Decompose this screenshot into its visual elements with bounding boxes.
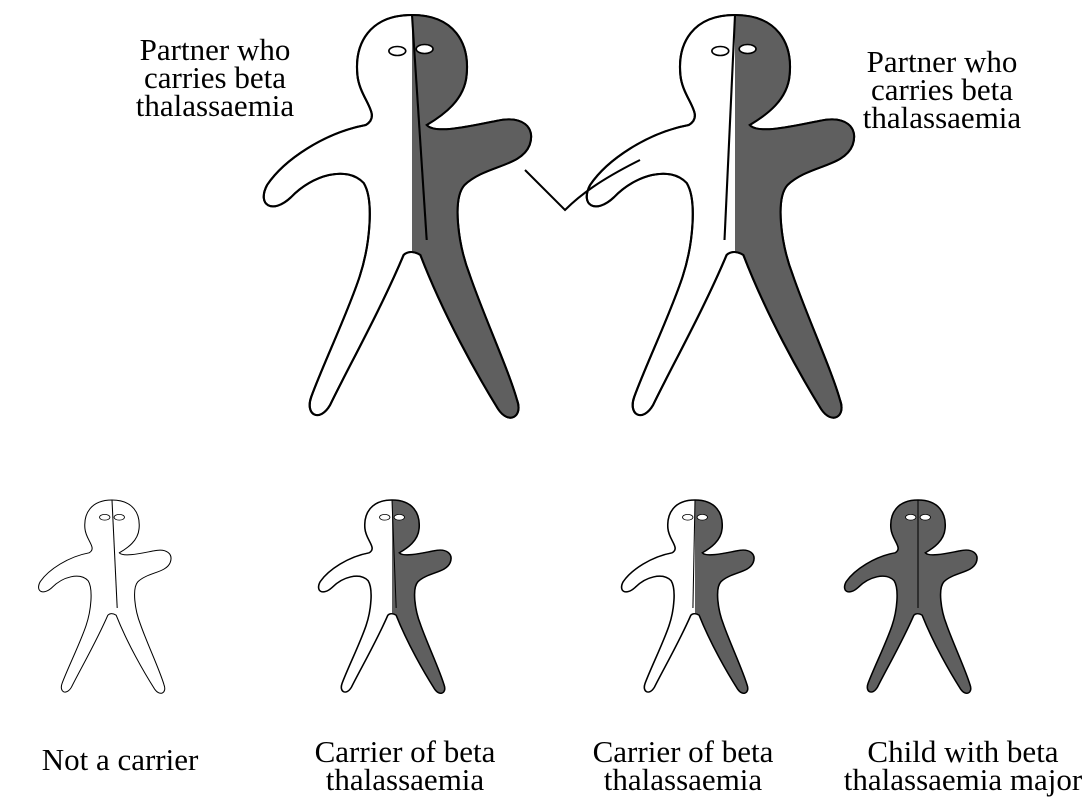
unshaded-person-icon [39, 500, 171, 693]
child-1-figure [39, 500, 171, 693]
child-1-label: Not a carrier [15, 746, 225, 774]
child-2-label: Carrier of beta thalassaemia [300, 738, 510, 794]
left-eye [906, 514, 916, 520]
right-eye [739, 45, 756, 54]
child-4-figure [845, 500, 977, 693]
parent-right-figure [587, 15, 854, 418]
right-eye [114, 514, 124, 520]
right-eye [920, 514, 930, 520]
left-eye [389, 47, 406, 56]
child-3-label: Carrier of beta thalassaemia [578, 738, 788, 794]
fully-shaded-person-icon [845, 500, 977, 693]
child-4-label: Child with beta thalassaemia major [838, 738, 1088, 794]
left-eye [380, 514, 390, 520]
right-eye [697, 514, 707, 520]
left-eye [683, 514, 693, 520]
child-3-figure [622, 500, 754, 693]
parent-right-label: Partner who carries beta thalassaemia [837, 48, 1047, 132]
parent-left-label: Partner who carries beta thalassaemia [110, 36, 320, 120]
child-2-figure [319, 500, 451, 693]
left-eye [712, 47, 729, 56]
right-eye [394, 514, 404, 520]
right-eye [416, 45, 433, 54]
left-eye [100, 514, 110, 520]
